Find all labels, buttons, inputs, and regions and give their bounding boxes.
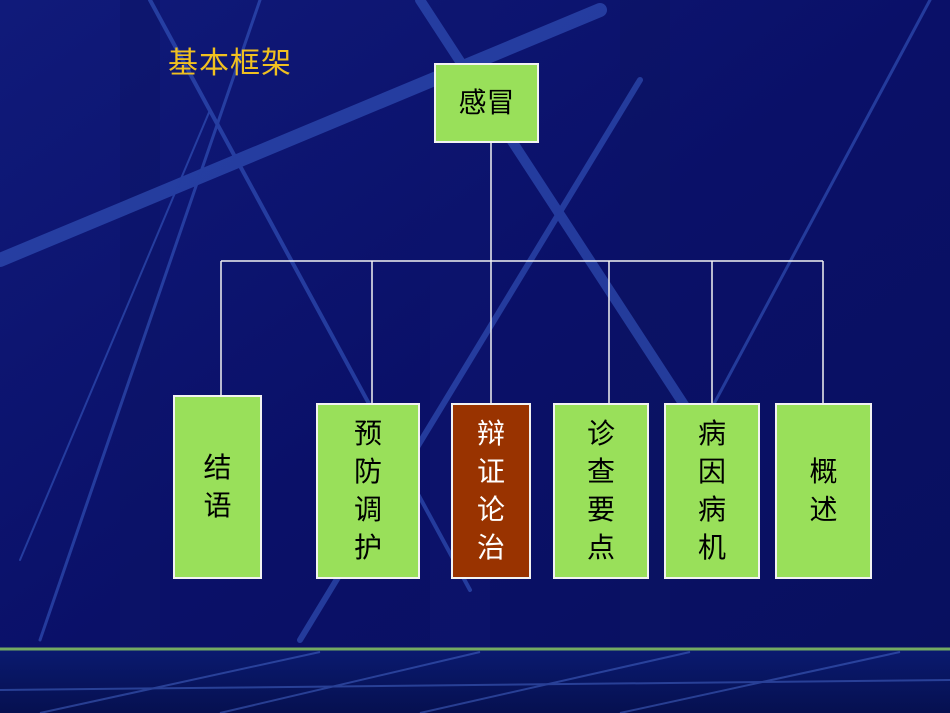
node-syndrome-treatment-char-3: 论 bbox=[476, 493, 505, 526]
node-diagnosis-points: 诊 查 要 点 bbox=[553, 403, 649, 579]
node-etiology-pathogenesis-char-3: 病 bbox=[697, 493, 726, 526]
node-diagnosis-points-char-4: 点 bbox=[586, 531, 615, 564]
node-conclusion-char-1: 结 bbox=[203, 451, 232, 484]
node-root-label: 感冒 bbox=[458, 86, 515, 119]
node-prevention-care-char-2: 防 bbox=[353, 455, 382, 488]
node-syndrome-treatment-char-4: 治 bbox=[476, 531, 505, 564]
node-etiology-pathogenesis-char-2: 因 bbox=[697, 455, 726, 488]
node-syndrome-treatment: 辩 证 论 治 bbox=[451, 403, 531, 579]
slide-title: 基本框架 bbox=[168, 46, 292, 81]
node-prevention-care: 预 防 调 护 bbox=[316, 403, 420, 579]
node-prevention-care-char-4: 护 bbox=[353, 531, 382, 564]
node-etiology-pathogenesis: 病 因 病 机 bbox=[664, 403, 760, 579]
node-diagnosis-points-char-1: 诊 bbox=[586, 417, 615, 450]
node-etiology-pathogenesis-char-1: 病 bbox=[697, 417, 726, 450]
node-overview-char-2: 述 bbox=[809, 493, 838, 526]
node-root: 感冒 bbox=[434, 63, 539, 143]
node-prevention-care-char-3: 调 bbox=[353, 493, 382, 526]
node-conclusion-char-2: 语 bbox=[203, 489, 232, 522]
node-etiology-pathogenesis-char-4: 机 bbox=[697, 531, 726, 564]
node-conclusion: 结 语 bbox=[173, 395, 262, 579]
node-prevention-care-char-1: 预 bbox=[353, 417, 382, 450]
node-syndrome-treatment-char-2: 证 bbox=[476, 455, 505, 488]
node-overview-char-1: 概 bbox=[809, 455, 838, 488]
node-syndrome-treatment-char-1: 辩 bbox=[476, 417, 505, 450]
node-diagnosis-points-char-2: 查 bbox=[586, 455, 615, 488]
node-overview: 概 述 bbox=[775, 403, 872, 579]
node-diagnosis-points-char-3: 要 bbox=[586, 493, 615, 526]
